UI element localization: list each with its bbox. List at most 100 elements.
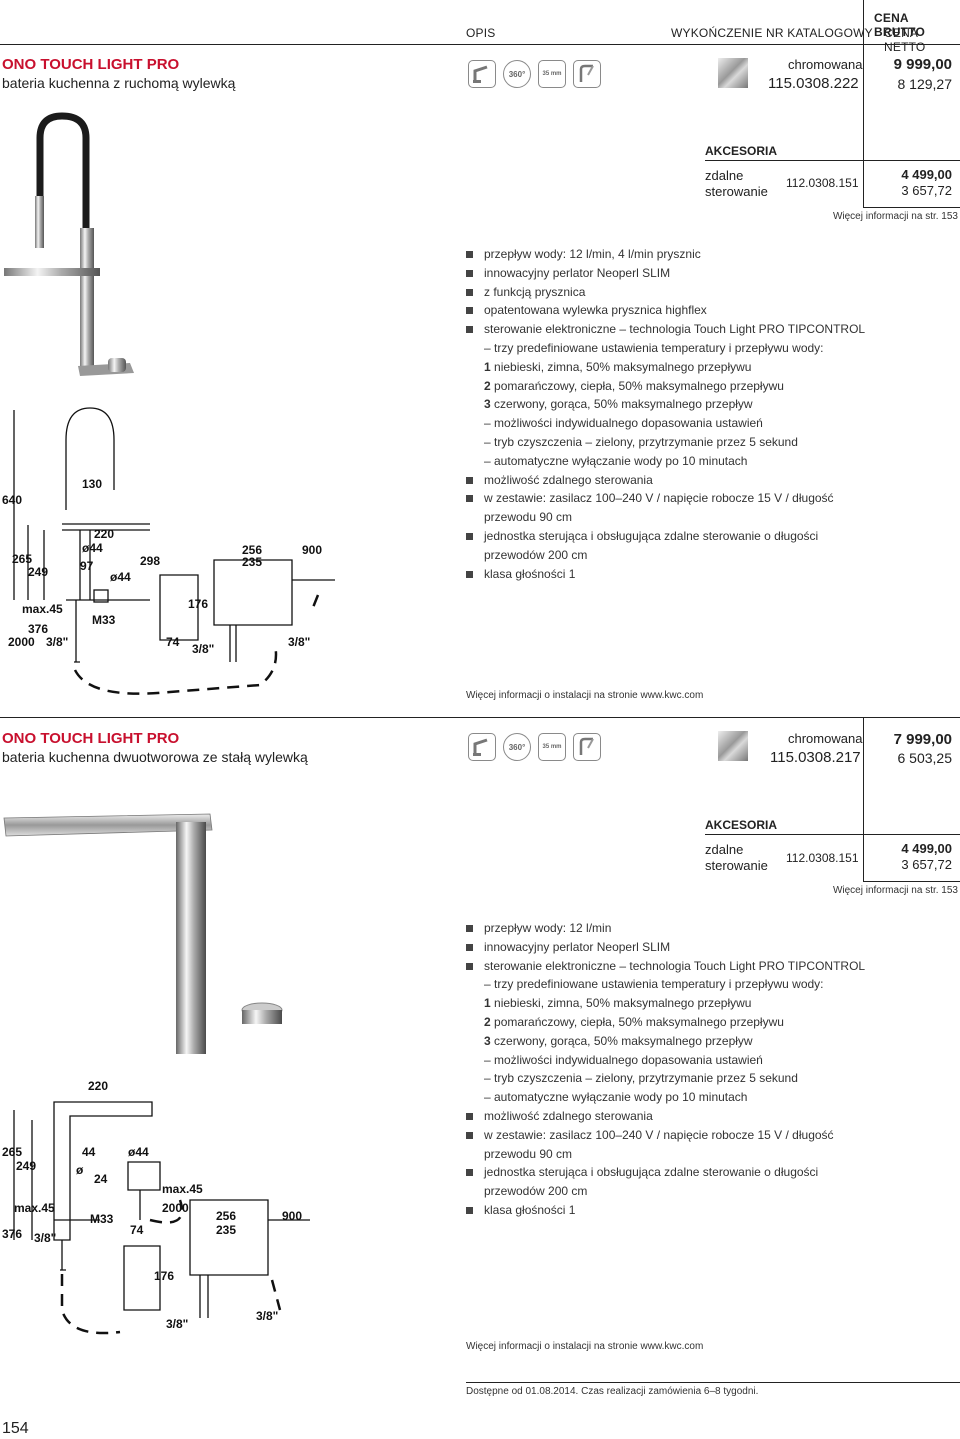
price-gross: 7 999,00 xyxy=(893,731,952,748)
dimension-label: 97 xyxy=(80,559,94,573)
product-title: ONO TOUCH LIGHT PRO xyxy=(2,56,180,73)
feature-text: – możliwości indywidualnego dopasowania … xyxy=(484,416,763,431)
cartridge-35mm-icon: 35 mm xyxy=(538,733,566,761)
technical-drawing-1: 640 130 220 ø44 265 249 97 ø44 298 max.4… xyxy=(2,407,335,695)
column-header-net: CENA NETTO xyxy=(884,26,926,54)
feature-subitem: – tryb czyszczenia – zielony, przytrzyma… xyxy=(466,433,866,452)
feature-bullet: jednostka sterująca i obsługująca zdalne… xyxy=(466,527,866,565)
price-net: 6 503,25 xyxy=(897,750,953,766)
dimension-label: 220 xyxy=(88,1079,108,1093)
accessory-catalog: 112.0308.151 xyxy=(786,176,859,190)
accessories-divider xyxy=(705,160,960,161)
feature-text: pomarańczowy, ciepła, 50% maksymalnego p… xyxy=(490,378,784,393)
catalog-number: 115.0308.222 xyxy=(768,75,859,92)
dimension-label: ø44 xyxy=(128,1145,149,1159)
feature-text: innowacyjny perlator Neoperl SLIM xyxy=(484,265,671,280)
dimension-label: 3/8" xyxy=(288,635,310,649)
product-title: ONO TOUCH LIGHT PRO xyxy=(2,730,180,747)
feature-bullet: klasa głośności 1 xyxy=(466,565,866,584)
dimension-label: 74 xyxy=(130,1223,144,1237)
feature-subitem: – trzy predefiniowane ustawienia tempera… xyxy=(466,339,866,358)
dimension-label: 3/8" xyxy=(46,635,68,649)
dimension-label: 220 xyxy=(94,527,114,541)
catalog-number: 115.0308.217 xyxy=(770,749,861,766)
dimension-label: 176 xyxy=(188,597,208,611)
feature-bullet: klasa głośności 1 xyxy=(466,1201,866,1220)
feature-text: innowacyjny perlator Neoperl SLIM xyxy=(484,939,671,954)
feature-subitem: 1 niebieski, zimna, 50% maksymalnego prz… xyxy=(466,994,866,1013)
finish-label: chromowana xyxy=(788,731,863,746)
dimension-label: 235 xyxy=(242,555,262,569)
dimension-label: 176 xyxy=(154,1269,174,1283)
finish-swatch xyxy=(718,58,748,88)
dimension-label: 130 xyxy=(82,477,102,491)
feature-subitem: 3 czerwony, gorąca, 50% maksymalnego prz… xyxy=(466,1032,866,1051)
feature-text: czerwony, gorąca, 50% maksymalnego przep… xyxy=(490,1033,753,1048)
price-column-divider xyxy=(863,0,864,207)
feature-text: sterowanie elektroniczne – technologia T… xyxy=(484,322,866,337)
price-net: 8 129,27 xyxy=(897,76,953,92)
availability-note: Dostępne od 01.08.2014. Czas realizacji … xyxy=(466,1386,759,1397)
finish-label: chromowana xyxy=(788,57,863,72)
feature-text: klasa głośności 1 xyxy=(484,566,576,581)
dimension-label: M33 xyxy=(90,1212,114,1226)
feature-bullet: przepływ wody: 12 l/min, 4 l/min pryszni… xyxy=(466,245,866,264)
preset-number: 2 xyxy=(484,378,491,393)
feature-subitem: – automatyczne wyłączanie wody po 10 min… xyxy=(466,1088,866,1107)
feature-text: klasa głośności 1 xyxy=(484,1202,576,1217)
dimension-label: 3/8" xyxy=(256,1309,278,1323)
feature-bullet: innowacyjny perlator Neoperl SLIM xyxy=(466,264,866,283)
dimension-label: ø44 xyxy=(110,570,131,584)
feature-bullet: w zestawie: zasilacz 100–240 V / napięci… xyxy=(466,1126,866,1164)
dimension-label: 265 xyxy=(12,552,32,566)
header-divider xyxy=(0,44,960,45)
dimension-label: max.45 xyxy=(22,602,63,616)
feature-text: niebieski, zimna, 50% maksymalnego przep… xyxy=(490,996,752,1011)
preset-number: 1 xyxy=(484,996,491,1011)
feature-bullet: w zestawie: zasilacz 100–240 V / napięci… xyxy=(466,489,866,527)
price-gross: 9 999,00 xyxy=(893,56,952,73)
pull-out-spray-icon xyxy=(573,733,601,761)
accessories-divider xyxy=(705,834,960,835)
preset-number: 3 xyxy=(484,397,491,412)
pull-out-spray-icon xyxy=(573,60,601,88)
preset-number: 2 xyxy=(484,1014,491,1029)
accessory-price-net: 3 657,72 xyxy=(901,183,952,198)
feature-text: w zestawie: zasilacz 100–240 V / napięci… xyxy=(484,491,834,525)
dimension-label: 900 xyxy=(302,543,322,557)
dimension-label: 74 xyxy=(166,635,180,649)
page-number: 154 xyxy=(2,1420,29,1437)
dimension-label: 235 xyxy=(216,1223,236,1237)
feature-bullet: z funkcją prysznica xyxy=(466,283,866,302)
feature-bullet: przepływ wody: 12 l/min xyxy=(466,919,866,938)
feature-text: pomarańczowy, ciepła, 50% maksymalnego p… xyxy=(490,1014,784,1029)
feature-subitem: 3 czerwony, gorąca, 50% maksymalnego prz… xyxy=(466,395,866,414)
more-info-link[interactable]: Więcej informacji na str. 153 xyxy=(832,885,958,896)
feature-bullet: opatentowana wylewka prysznica highflex xyxy=(466,301,866,320)
feature-bullet: sterowanie elektroniczne – technologia T… xyxy=(466,957,866,976)
feature-text: niebieski, zimna, 50% maksymalnego przep… xyxy=(490,359,752,374)
dimension-label: 265 xyxy=(2,1145,22,1159)
dimension-label: 376 xyxy=(2,1227,22,1241)
dimension-label: 249 xyxy=(28,565,48,579)
feature-text: – tryb czyszczenia – zielony, przytrzyma… xyxy=(484,434,798,449)
dimension-label: 44 xyxy=(82,1145,96,1159)
faucet-icon xyxy=(468,733,496,761)
dimension-label: 3/8" xyxy=(192,642,214,656)
installation-info-link[interactable]: Więcej informacji o instalacji na stroni… xyxy=(466,1341,704,1352)
cartridge-35mm-icon: 35 mm xyxy=(538,60,566,88)
feature-subitem: – automatyczne wyłączanie wody po 10 min… xyxy=(466,452,866,471)
dimension-label: 376 xyxy=(28,622,48,636)
technical-drawing-2: 220 265 249 44 ø ø44 24 max.45 M33 max.4… xyxy=(2,1079,310,1335)
column-header-catalog: NR KATALOGOWY xyxy=(766,26,873,40)
more-info-link[interactable]: Więcej informacji na str. 153 xyxy=(832,211,958,222)
feature-text: czerwony, gorąca, 50% maksymalnego przep… xyxy=(490,397,753,412)
installation-info-link[interactable]: Więcej informacji o instalacji na stroni… xyxy=(466,690,704,701)
feature-bullet: jednostka sterująca i obsługująca zdalne… xyxy=(466,1163,866,1201)
feature-subitem: – trzy predefiniowane ustawienia tempera… xyxy=(466,975,866,994)
feature-text: przepływ wody: 12 l/min, 4 l/min pryszni… xyxy=(484,247,701,261)
feature-text: – trzy predefiniowane ustawienia tempera… xyxy=(484,340,824,355)
dimension-label: max.45 xyxy=(162,1182,203,1196)
